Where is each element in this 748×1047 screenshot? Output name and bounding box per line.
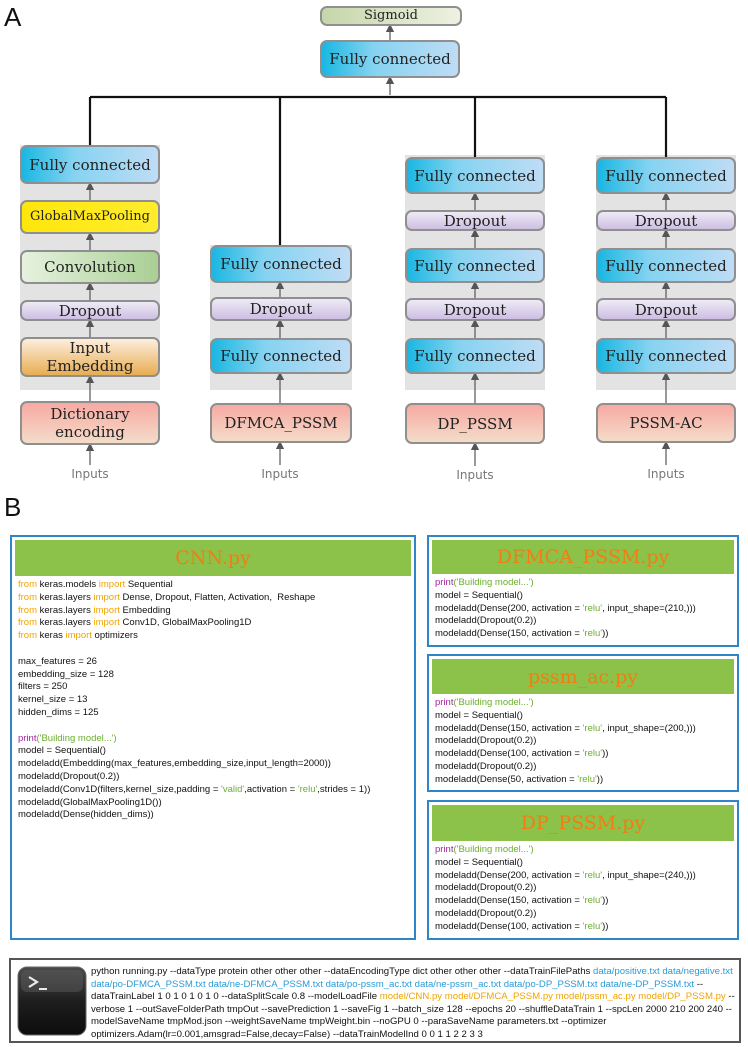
pssmac-dropout-box-2: Dropout <box>596 298 736 321</box>
code-line: model = Sequential() <box>18 745 106 757</box>
cnn-code-card: CNN.py from keras.models import Sequenti… <box>10 535 416 940</box>
dfmca-dropout-box: Dropout <box>210 297 352 321</box>
code-line: modeladd(Dropout(0.2)) <box>435 615 537 627</box>
cnn-dropout-box: Dropout <box>20 300 160 321</box>
connector-lines <box>85 23 671 466</box>
code-line: modeladd(Dense(150, activation = 'relu')… <box>435 628 609 640</box>
code-line: modeladd(Dense(100, activation = 'relu')… <box>435 920 609 932</box>
dfmca-code-card: DFMCA_PSSM.py print('Building model...')… <box>427 535 739 647</box>
small-arrows <box>85 23 671 466</box>
pssmac-inputs-label: Inputs <box>647 467 685 481</box>
cnn-input-embedding-box: Input Embedding <box>20 337 160 377</box>
code-line: modeladd(Dropout(0.2)) <box>18 770 120 782</box>
cnn-card-title: CNN.py <box>15 540 411 576</box>
code-line: modeladd(GlobalMaxPooling1D()) <box>18 796 162 808</box>
cnn-fully-connected-box: Fully connected <box>20 145 160 184</box>
pssm-ac-code-card: pssm_ac.py print('Building model...')mod… <box>427 654 739 792</box>
pssmac-fully-connected-box-1: Fully connected <box>596 157 736 194</box>
cnn-convolution-box: Convolution <box>20 250 160 284</box>
pssmac-fully-connected-box-3: Fully connected <box>596 338 736 374</box>
code-line: modeladd(Dense(100, activation = 'relu')… <box>435 748 609 760</box>
dp-fully-connected-box-1: Fully connected <box>405 157 545 194</box>
terminal-command-text: python running.py --dataType protein oth… <box>91 966 735 1040</box>
cnn-inputs-label: Inputs <box>71 467 109 481</box>
code-line: from keras.models import Sequential <box>18 579 173 590</box>
code-line: modeladd(Dropout(0.2)) <box>435 760 537 772</box>
code-line: modeladd(Dropout(0.2)) <box>435 882 537 894</box>
dfmca-fully-connected-box-1: Fully connected <box>210 245 352 283</box>
code-line: modeladd(Dense(200, activation = 'relu',… <box>435 869 696 881</box>
terminal-panel: python running.py --dataType protein oth… <box>9 958 741 1043</box>
code-line: model = Sequential() <box>435 709 523 721</box>
code-line: modeladd(Dense(200, activation = 'relu',… <box>435 602 696 614</box>
code-line: embedding_size = 128 <box>18 668 114 680</box>
panel-b-label: B <box>4 492 22 522</box>
pssmac-fully-connected-box-2: Fully connected <box>596 248 736 283</box>
dfmca-inputs-label: Inputs <box>261 467 299 481</box>
pssm-ac-code-block: print('Building model...')model = Sequen… <box>435 697 696 787</box>
dp-inputs-label: Inputs <box>456 468 494 482</box>
code-line: kernel_size = 13 <box>18 694 88 706</box>
top-fully-connected-box: Fully connected <box>320 40 460 78</box>
code-line: model = Sequential() <box>435 856 523 868</box>
code-line: print('Building model...') <box>18 732 117 744</box>
code-line <box>18 720 370 733</box>
terminal-icon <box>17 966 87 1036</box>
cnn-dictionary-encoding-box: Dictionary encoding <box>20 401 160 445</box>
code-line: from keras.layers import Conv1D, GlobalM… <box>18 617 252 629</box>
dp-fully-connected-box-2: Fully connected <box>405 248 545 283</box>
dfmca-code-block: print('Building model...')model = Sequen… <box>435 577 696 641</box>
dfmca-pssm-input-box: DFMCA_PSSM <box>210 403 352 443</box>
dp-pssm-input-box: DP_PSSM <box>405 403 545 444</box>
dp-dropout-box-2: Dropout <box>405 298 545 321</box>
code-line <box>18 643 370 656</box>
code-line: modeladd(Embedding(max_features,embeddin… <box>18 758 331 770</box>
panel-a-label: A <box>4 2 22 32</box>
code-line: from keras import optimizers <box>18 630 138 642</box>
cnn-globalmaxpooling-box: GlobalMaxPooling <box>20 200 160 234</box>
code-line: max_features = 26 <box>18 655 97 667</box>
code-line: modeladd(Dropout(0.2)) <box>435 907 537 919</box>
code-line: filters = 250 <box>18 681 68 693</box>
code-line: hidden_dims = 125 <box>18 706 99 718</box>
code-line: modeladd(Dense(150, activation = 'relu',… <box>435 722 696 734</box>
code-line: modeladd(Dense(hidden_dims)) <box>18 809 154 821</box>
merge-lines <box>88 95 668 245</box>
code-line: print('Building model...') <box>435 577 534 588</box>
pssmac-input-box: PSSM-AC <box>596 403 736 443</box>
dp-pssm-code-card: DP_PSSM.py print('Building model...')mod… <box>427 800 739 940</box>
dp-fully-connected-box-3: Fully connected <box>405 338 545 374</box>
code-line: modeladd(Dense(50, activation = 'relu')) <box>435 773 604 785</box>
code-line: modeladd(Dropout(0.2)) <box>435 735 537 747</box>
code-line: modeladd(Dense(150, activation = 'relu')… <box>435 895 609 907</box>
code-line: from keras.layers import Embedding <box>18 604 171 616</box>
code-line: model = Sequential() <box>435 589 523 601</box>
code-line: from keras.layers import Dense, Dropout,… <box>18 591 316 603</box>
dfmca-card-title: DFMCA_PSSM.py <box>432 540 734 574</box>
sigmoid-box: Sigmoid <box>320 6 462 26</box>
dp-dropout-box-1: Dropout <box>405 210 545 231</box>
code-line: modeladd(Conv1D(filters,kernel_size,padd… <box>18 783 371 795</box>
dfmca-fully-connected-box-2: Fully connected <box>210 338 352 374</box>
code-line: print('Building model...') <box>435 697 534 708</box>
dp-pssm-card-title: DP_PSSM.py <box>432 805 734 841</box>
code-line: print('Building model...') <box>435 844 534 855</box>
pssmac-dropout-box-1: Dropout <box>596 210 736 231</box>
pssm-ac-card-title: pssm_ac.py <box>432 659 734 694</box>
dp-pssm-code-block: print('Building model...')model = Sequen… <box>435 844 696 934</box>
